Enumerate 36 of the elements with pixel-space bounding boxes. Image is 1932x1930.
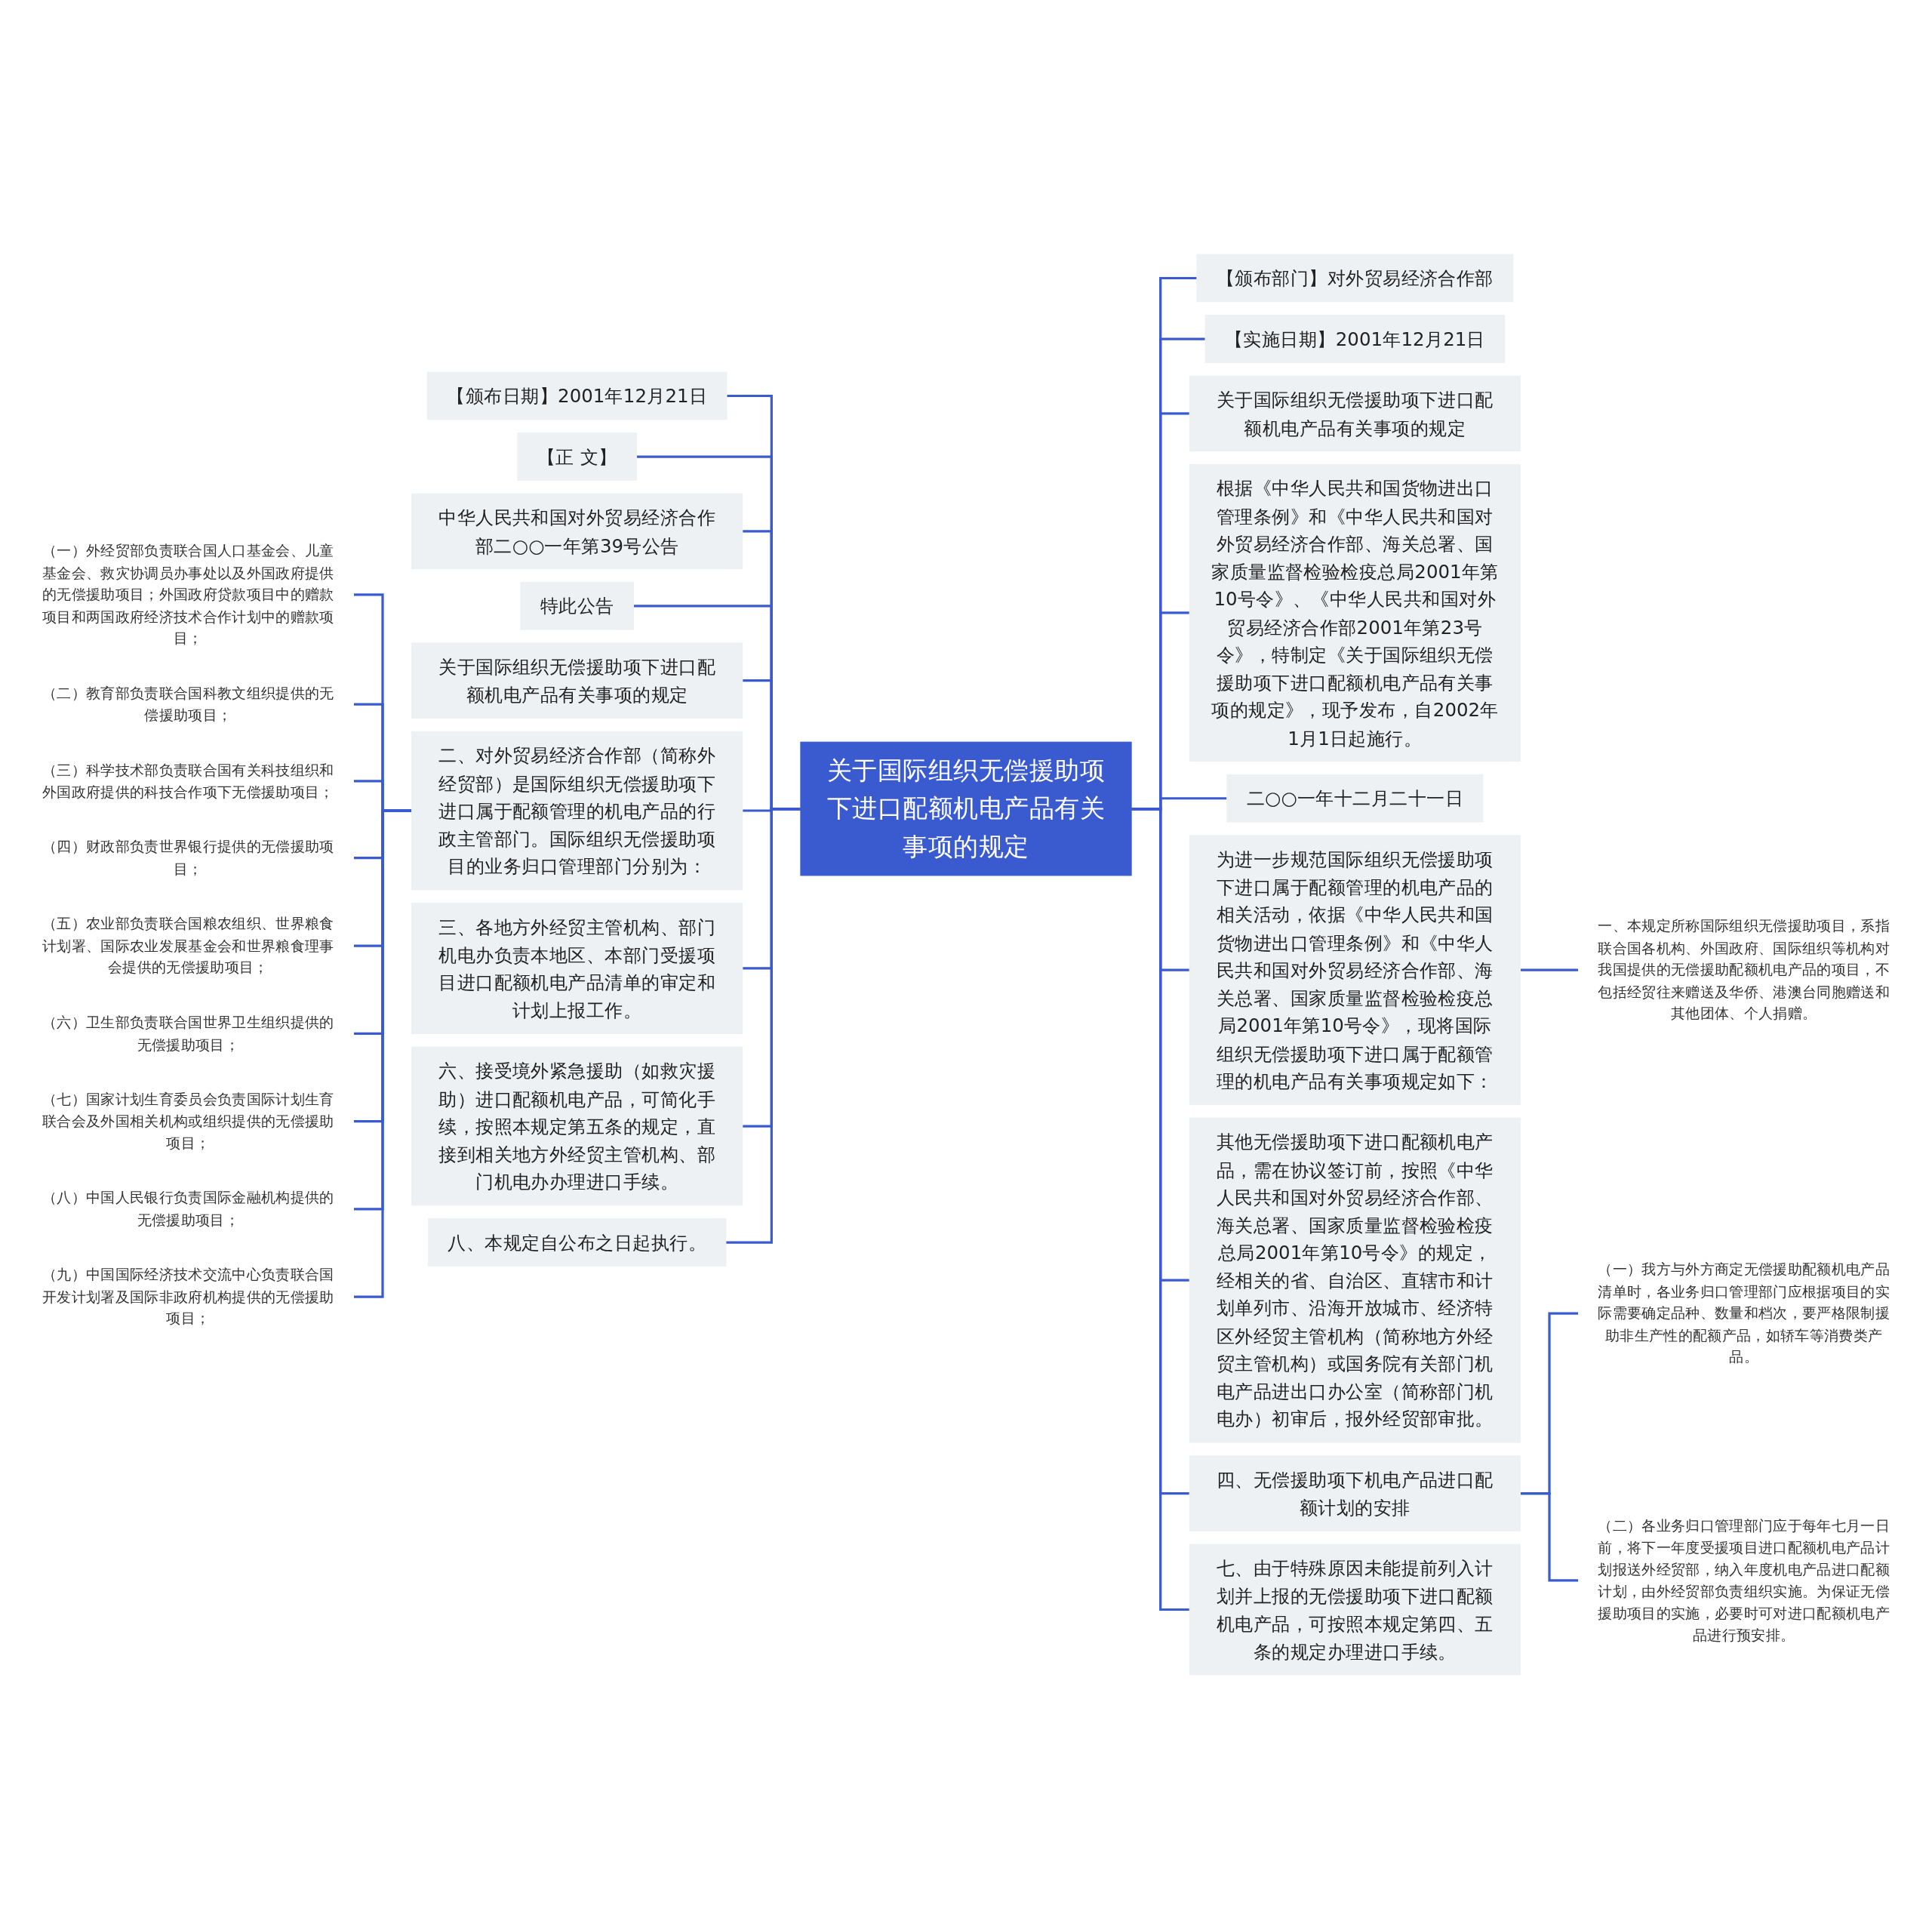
connector xyxy=(1520,1491,1579,1582)
node-text: （二）各业务归口管理部门应于每年七月一日前，将下一年度受援项目进口配额机电产品计划报送外经贸部，纳入年度机电产品进口配额计划，由外经贸部负责组织实施。为保证无偿援助项目的实施，必要时可对进口配额机电产品进行预安排。 xyxy=(1598,1516,1890,1644)
node-box xyxy=(1189,463,1521,762)
connector xyxy=(725,807,801,1244)
connector xyxy=(1520,968,1579,971)
node-text: （四）财政部负责世界银行提供的无偿援助项目； xyxy=(42,838,334,878)
node-text: （一）外经贸部负责联合国人口基金会、儿童基金会、救灾协调员办事处以及外国政府提供的无偿援助项目；外国政府贷款项目中的赠款项目和两国政府经济技术合作计划中的赠款项目； xyxy=(42,542,334,648)
node-text: （九）中国国际经济技术交流中心负责联合国开发计划署及国际非政府机构提供的无偿援助项目； xyxy=(42,1266,334,1328)
node-box xyxy=(800,741,1132,876)
node-box xyxy=(411,642,743,719)
node-box xyxy=(1189,1117,1521,1443)
node-box xyxy=(1189,375,1521,452)
node-box xyxy=(1189,1544,1521,1676)
node-box xyxy=(411,731,743,891)
connector xyxy=(353,809,412,1298)
node-box xyxy=(1226,774,1484,823)
node-box xyxy=(411,1046,743,1206)
node-text: （八）中国人民银行负责国际金融机构提供的无偿援助项目； xyxy=(42,1189,334,1229)
node-box xyxy=(427,1218,727,1267)
node-box xyxy=(1204,315,1506,363)
node-box xyxy=(520,581,635,630)
node-text: （一）我方与外方商定无偿援助配额机电产品清单时，各业务归口管理部门应根据项目的实际需要确定品种、数量和档次，要严格限制援助非生产性的配额产品，如轿车等消费类产品。 xyxy=(1598,1261,1890,1366)
node-box xyxy=(411,903,743,1034)
node-box xyxy=(517,432,637,481)
node-text: （二）教育部负责联合国科教文组织提供的无偿援助项目； xyxy=(42,684,334,724)
node-text: （七）国家计划生育委员会负责国际计划生育联合会及外国相关机构或组织提供的无偿援助项目； xyxy=(42,1090,334,1152)
node-box xyxy=(1189,835,1521,1105)
node-text: （三）科学技术部负责联合国有关科技组织和外国政府提供的科技合作项下无偿援助项目； xyxy=(42,761,334,801)
node-box xyxy=(1189,1455,1521,1531)
node-text: （五）农业部负责联合国粮农组织、世界粮食计划署、国际农业发展基金会和世界粮食理事会提供的无偿援助项目； xyxy=(42,915,334,977)
node-text: （六）卫生部负责联合国世界卫生组织提供的无偿援助项目； xyxy=(42,1013,334,1054)
node-box xyxy=(411,493,743,570)
node-box xyxy=(1196,254,1514,303)
node-text: 一、本规定所称国际组织无偿援助项目，系指联合国各机构、外国政府、国际组织等机构对我国提供的无偿援助配额机电产品的项目，不包括经贸往来赠送及华侨、港澳台同胞赠送和其他团体、个人捐赠。 xyxy=(1598,917,1890,1023)
node-box xyxy=(426,371,728,420)
mind-map-diagram: 关于国际组织无偿援助项下进口配额机电产品有关事项的规定 【颁布日期】2001年12月21日 【正 文】 中华人民共和国对外贸易经济合作部二○○一年第39号公告 特此公告 关于国际组织无偿援助项下进口配额机电产品有关事项的规定 二、对外贸易经济合作部（简称外经贸部）是国际组织无偿援助项下进口属于配额管理的机电产品的行政主管部门。国际组织无偿援助项目的业务归口管理部门分别为： （一）外经贸部负责联合国人口基金会、儿童基金会、救灾协调员办事处以及外国政府提供的无偿援助项目；外国政府贷款项目中的赠款项目和两国政府经济技术合作计划中的赠款项目； （二）教育部负责联合国科教文组织提供的无偿援助项目； （三）科学技术部负责联合国有关科技组织和外国政府提供的科技合作项下无偿援助项目； （四）财政部负责世界银行提供的无偿援助项目； （五）农业部负责联合国粮农组织、世界粮食计划署、国际农业发展基金会和世界粮食理事会提供的无偿援助项目； （六）卫生部负责联合国世界卫生组织提供的无偿援助项目； （七）国家计划生育委员会负责国际计划生育联合会及外国相关机构或组织提供的无偿援助项目； （八）中国人民银行负责国际金融机构提供的无偿援助项目； （九）中国国际经济技术交流中心负责联合国开发计划署及国际非政府机构提供的无偿援助项目； 三、各地方外经贸主管机构、部门机电办负责本地区、本部门受援项目进口配额机电产品清单的审定和计划上报工作。 六、接受境外紧急援助（如救灾援助）进口配额机电产品，可简化手续，按照本规定第五条的规定，直接到相关地方外经贸主管机构、部门机电办办理进口手续。 八、本规定自公布之日起执行。 【颁布部门】对外贸易经济合作部 【实施日期】2001年12月21日 关于国际组织无偿援助项下进口配额机电产品有关事项的规定 根据《中华人民共和国货物进出口管理条例》和《中华人民共和国对外贸易经济合作部、海关总署、国家质量监督检验检疫总局2001年第10号令》、《中华人民共和国对外贸易经济合作部2001年第23号令》，特制定《关于国际组织无偿援助项下进口配额机电产品有关事项的规定》，现予发布，自2002年1月1日起施行。 二○○一年十二月二十一日 为进一步规范国际组织无偿援助项下进口属于配额管理的机电产品的相关活动，依据《中华人民共和国货物进出口管理条例》和《中华人民共和国对外贸易经济合作部、海关总署、国家质量监督检验检疫总局2001年第10号令》，现将国际组织无偿援助项下进口属于配额管理的机电产品有关事项规定如下： 一、本规定所称国际组织无偿援助项目，系指联合国各机构、外国政府、国际组织等机构对我国提供的无偿援助配额机电产品的项目，不包括经贸往来赠送及华侨、港澳台同胞赠送和其他团体、个人捐赠。 其他无偿援助项下进口配额机电产品，需在协议签订前，按照《中华人民共和国对外贸易经济合作部、海关总署、国家质量监督检验检疫总局2001年第10号令》的规定，经相关的省、自治区、直辖市和计划单列市、沿海开放城市、经济特区外经贸主管机构（简称地方外经贸主管机构）或国务院有关部门机电产品进出口办公室（简称部门机电办）初审后，报外经贸部审批。 四、无偿援助项下机电产品进口配额计划的安排 （一）我方与外方商定无偿援助配额机电产品清单时，各业务归口管理部门应根据项目的实际需要确定品种、数量和档次，要严格限制援助非生产性的配额产品，如轿车等消费类产品。 （二）各业务归口管理部门应于每年七月一日前，将下一年度受援项目进口配额机电产品计划报送外经贸部，纳入年度机电产品进口配额计划，由外经贸部负责组织实施。为保证无偿援助项目的实施，必要时可对进口配额机电产品进行预安排。 七、由于特殊原因未能提前列入计划并上报的无偿援助项下进口配额机电产品，可按照本规定第四、五条的规定办理进口手续。 xyxy=(15,14,1917,1916)
